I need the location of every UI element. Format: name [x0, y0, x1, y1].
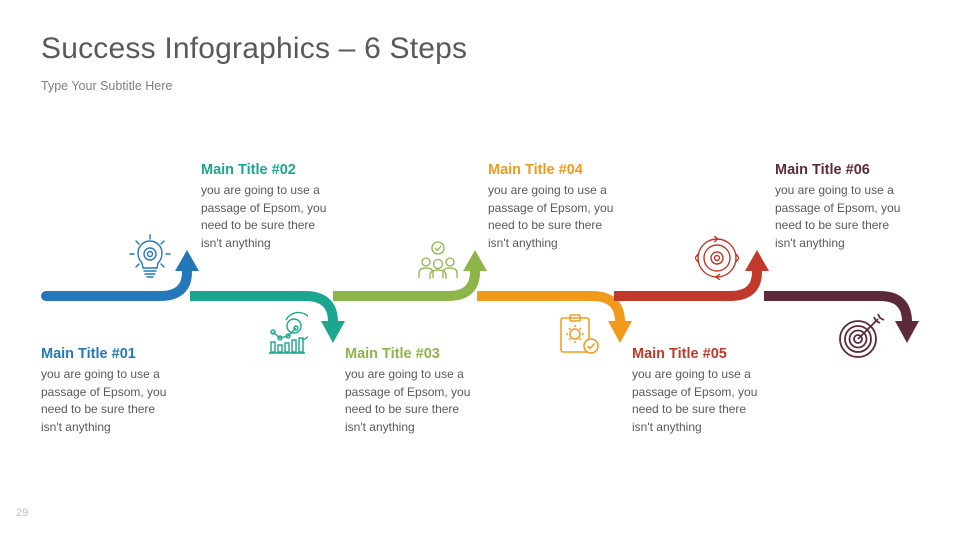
clipboard-check-icon	[560, 314, 599, 354]
arrow-step-2	[190, 291, 345, 343]
step-5-title: Main Title #05	[632, 346, 727, 362]
step-6-description: you are going to use a passage of Epsom,…	[775, 183, 901, 250]
step-2-title: Main Title #02	[201, 162, 296, 178]
step-4-description: you are going to use a passage of Epsom,…	[488, 183, 614, 250]
slide-title: Success Infographics – 6 Steps	[41, 32, 468, 65]
chart-analytics-gear-icon	[269, 311, 308, 354]
step-1: Main Title #01 you are going to use a pa…	[41, 345, 181, 436]
arrow-step-5	[614, 250, 769, 301]
slide-subtitle: Type Your Subtitle Here	[41, 79, 173, 93]
step-1-title: Main Title #01	[41, 346, 136, 362]
step-3-title: Main Title #03	[345, 346, 440, 362]
lightbulb-gear-icon	[129, 234, 171, 278]
arrow-step-3	[333, 250, 487, 301]
step-6: Main Title #06 you are going to use a pa…	[775, 161, 915, 252]
arrow-step-4	[477, 291, 632, 343]
step-3-description: you are going to use a passage of Epsom,…	[345, 367, 471, 434]
step-3: Main Title #03 you are going to use a pa…	[345, 345, 485, 436]
team-check-icon	[418, 241, 458, 279]
step-4-title: Main Title #04	[488, 162, 583, 178]
step-2: Main Title #02 you are going to use a pa…	[201, 161, 341, 252]
step-5-description: you are going to use a passage of Epsom,…	[632, 367, 758, 434]
step-2-description: you are going to use a passage of Epsom,…	[201, 183, 327, 250]
step-6-title: Main Title #06	[775, 162, 870, 178]
page-number: 29	[16, 507, 29, 519]
arrow-step-1	[41, 250, 199, 301]
target-arrow-icon	[839, 314, 885, 358]
arrow-step-6	[764, 291, 919, 343]
cycle-gear-icon	[695, 236, 739, 280]
step-5: Main Title #05 you are going to use a pa…	[632, 345, 772, 436]
step-4: Main Title #04 you are going to use a pa…	[488, 161, 628, 252]
step-1-description: you are going to use a passage of Epsom,…	[41, 367, 167, 434]
